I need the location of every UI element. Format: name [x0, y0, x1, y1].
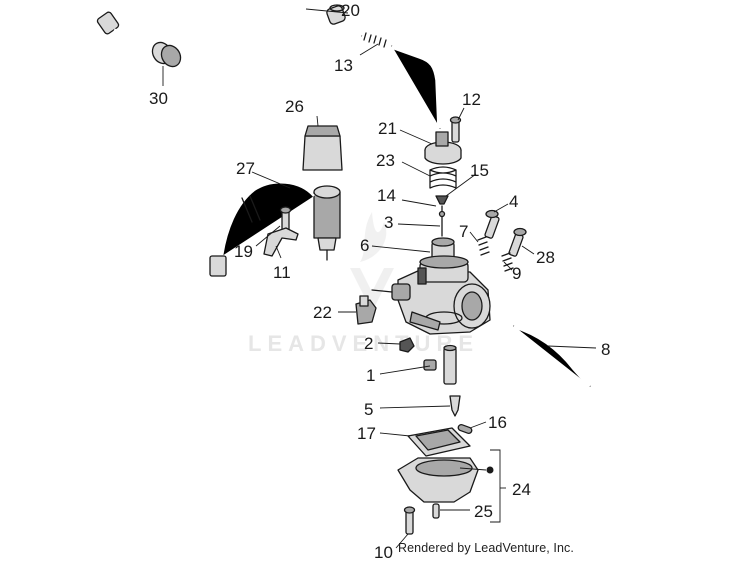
callout-22: 22 — [313, 303, 332, 322]
part-24-float-bowl — [397, 457, 494, 503]
leader-lines — [162, 8, 597, 549]
callout-28: 28 — [536, 248, 555, 267]
rendered-by-credit: Rendered by LeadVenture, Inc. — [398, 541, 574, 555]
part-28-screw — [508, 227, 527, 257]
callout-8: 8 — [601, 340, 610, 359]
callout-14: 14 — [377, 186, 396, 205]
callout-13: 13 — [334, 56, 353, 75]
part-5-float-needle — [449, 395, 461, 417]
watermark-text: LEADVENTURE — [248, 331, 480, 356]
callout-17: 17 — [357, 424, 376, 443]
part-2-nut — [399, 337, 415, 353]
part-13-throttle-cable — [361, 32, 443, 129]
callout-labels: 30 20 13 12 26 21 23 15 27 14 3 4 7 19 6… — [149, 1, 610, 562]
callout-15: 15 — [470, 161, 489, 180]
callout-7: 7 — [459, 222, 468, 241]
part-16-float-pin — [457, 423, 473, 435]
callout-5: 5 — [364, 400, 373, 419]
callout-2: 2 — [364, 334, 373, 353]
callout-11: 11 — [273, 263, 291, 282]
part-17-float — [407, 427, 471, 457]
callout-23: 23 — [376, 151, 395, 170]
part-21-top-cap — [424, 131, 462, 165]
carburetor-body — [371, 255, 491, 335]
callout-9: 9 — [512, 264, 521, 283]
part-9-spring — [501, 252, 514, 272]
part-10-bowl-screw — [403, 506, 416, 535]
callout-24: 24 — [512, 480, 531, 499]
part-12-screw — [449, 116, 462, 143]
watermark-logo — [350, 212, 394, 312]
part-14-needle — [438, 205, 446, 237]
part-4-screw — [484, 209, 500, 239]
part-19-screw — [279, 206, 292, 235]
part-23-spring — [429, 166, 457, 189]
callout-30: 30 — [149, 89, 168, 108]
part-25-bowl-screw — [432, 503, 440, 519]
part-8-fuel-hose — [513, 323, 592, 388]
part-22-fitting — [355, 295, 377, 325]
callout-1: 1 — [366, 366, 375, 385]
callout-20: 20 — [341, 1, 360, 20]
part-26-rubber-boot — [302, 125, 343, 171]
part-27-electric-choke — [209, 181, 341, 277]
callout-3: 3 — [384, 213, 393, 232]
part-15-needle-clip — [435, 195, 449, 205]
callout-6: 6 — [360, 236, 369, 255]
part-11-bracket — [263, 227, 299, 257]
part-7-spring — [477, 236, 490, 256]
callout-19: 19 — [234, 242, 253, 261]
callout-10: 10 — [374, 543, 393, 562]
callout-4: 4 — [509, 192, 518, 211]
callout-27: 27 — [236, 159, 255, 178]
part-30-bolt — [96, 11, 182, 68]
callout-25: 25 — [474, 502, 493, 521]
part-1-jet-holder — [423, 344, 457, 385]
callout-12: 12 — [462, 90, 481, 109]
callout-21: 21 — [378, 119, 397, 138]
callout-26: 26 — [285, 97, 304, 116]
callout-16: 16 — [488, 413, 507, 432]
